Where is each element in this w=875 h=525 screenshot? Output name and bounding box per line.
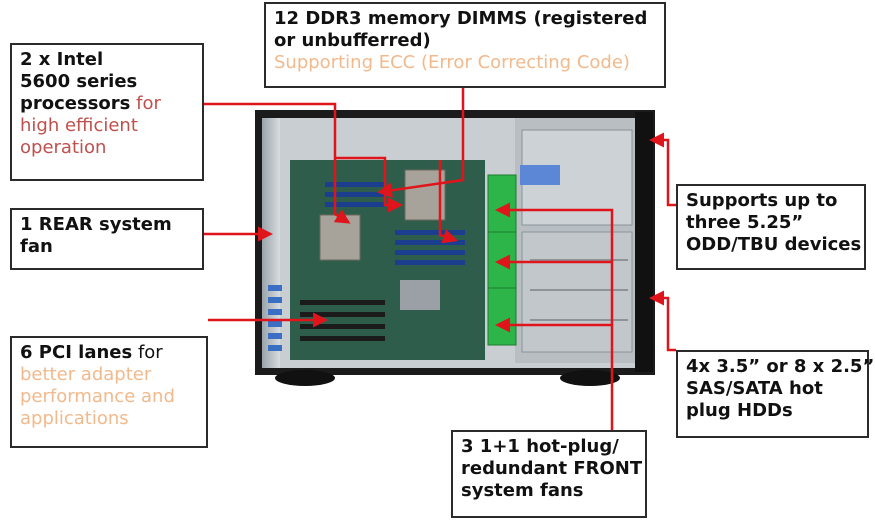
pci-line1-light: for <box>132 342 163 363</box>
memory-line3: Supporting ECC (Error Correcting Code) <box>274 51 630 73</box>
memory-line1: 12 DDR3 memory DIMMS (registered <box>274 8 648 29</box>
processors-callout: 2 x Intel 5600 series processors for hig… <box>10 43 204 181</box>
pci-callout: 6 PCI lanes for better adapter performan… <box>10 336 208 448</box>
hdd-line1: 4x 3.5” or 8 x 2.5” <box>686 356 875 377</box>
front-fans-line1: 3 1+1 hot-plug/ <box>461 436 619 457</box>
front-fans-line3: system fans <box>461 479 584 501</box>
pci-line2: better adapter <box>20 363 152 385</box>
odd-line1: Supports up to <box>686 190 838 211</box>
hdd-callout: 4x 3.5” or 8 x 2.5” SAS/SATA hot plug HD… <box>676 350 875 438</box>
pci-line4: applications <box>20 407 129 429</box>
memory-callout: 12 DDR3 memory DIMMS (registered or unbu… <box>264 2 666 88</box>
rear-fan-line2: fan <box>20 235 53 257</box>
callout-arrows <box>200 88 676 430</box>
pci-line3: performance and <box>20 385 175 407</box>
rear-fan-line1: 1 REAR system <box>20 214 172 235</box>
odd-callout: Supports up to three 5.25” ODD/TBU devic… <box>676 184 866 270</box>
processors-line2: 5600 series <box>20 70 138 92</box>
rear-fan-callout: 1 REAR system fan <box>10 208 204 270</box>
front-fans-line2: redundant FRONT <box>461 457 643 479</box>
processors-line3-red: for <box>130 92 161 114</box>
odd-line3: ODD/TBU devices <box>686 233 862 255</box>
pci-line1-dark: 6 PCI lanes <box>20 342 133 363</box>
front-fans-callout: 3 1+1 hot-plug/ redundant FRONT system f… <box>451 430 647 518</box>
processors-line1: 2 x Intel <box>20 49 104 70</box>
hdd-line3: plug HDDs <box>686 399 793 421</box>
processors-line4: high efficient <box>20 114 138 136</box>
motherboard <box>268 160 485 360</box>
hdd-line2: SAS/SATA hot <box>686 377 823 399</box>
odd-line2: three 5.25” <box>686 211 804 233</box>
processors-line5: operation <box>20 136 107 158</box>
memory-line2: or unbufferred) <box>274 29 431 51</box>
processors-line3-dark: processors <box>20 92 131 114</box>
